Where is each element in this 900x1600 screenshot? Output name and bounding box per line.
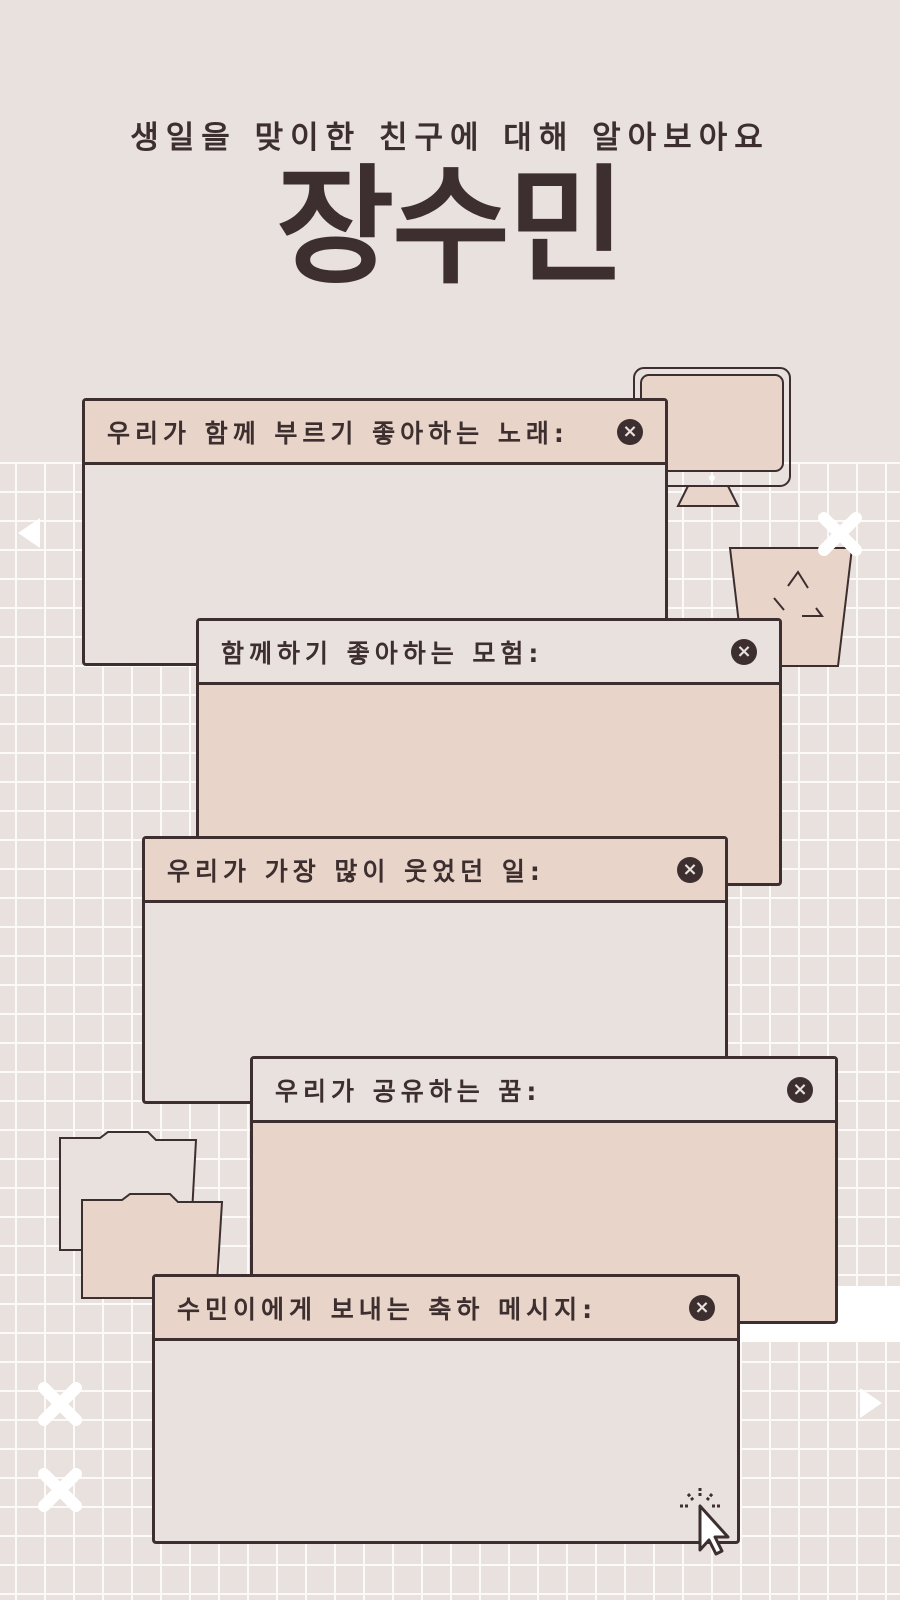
window-label: 수민이에게 보내는 축하 메시지: [177,1294,598,1324]
page-subtitle: 생일을 맞이한 친구에 대해 알아보아요 [130,120,770,156]
page-title: 장수민 [276,153,625,302]
folder-icon [59,1131,224,1299]
close-icon[interactable]: × [677,856,703,883]
left-arrow-icon [18,518,40,548]
window-message: 수민이에게 보내는 축하 메시지: × [152,1274,740,1544]
close-icon[interactable]: × [731,638,757,665]
window-label: 우리가 함께 부르기 좋아하는 노래: [107,418,569,448]
close-icon[interactable]: × [617,418,643,445]
window-title-bar: 우리가 가장 많이 웃었던 일: × [145,839,725,903]
window-label: 우리가 가장 많이 웃었던 일: [167,856,545,886]
close-icon[interactable]: × [787,1076,813,1103]
sparkle-icon [38,1468,82,1512]
window-title-bar: 함께하기 좋아하는 모험: × [199,621,779,685]
window-label: 함께하기 좋아하는 모험: [221,638,544,668]
window-title-bar: 우리가 공유하는 꿈: × [253,1059,835,1123]
window-label: 우리가 공유하는 꿈: [275,1076,542,1106]
window-title-bar: 우리가 함께 부르기 좋아하는 노래: × [85,401,665,465]
close-icon[interactable]: × [689,1294,715,1321]
window-title-bar: 수민이에게 보내는 축하 메시지: × [155,1277,737,1341]
cursor-icon [680,1488,730,1556]
right-arrow-icon [860,1388,882,1418]
sparkle-icon [38,1382,82,1426]
sparkle-icon [818,512,862,556]
